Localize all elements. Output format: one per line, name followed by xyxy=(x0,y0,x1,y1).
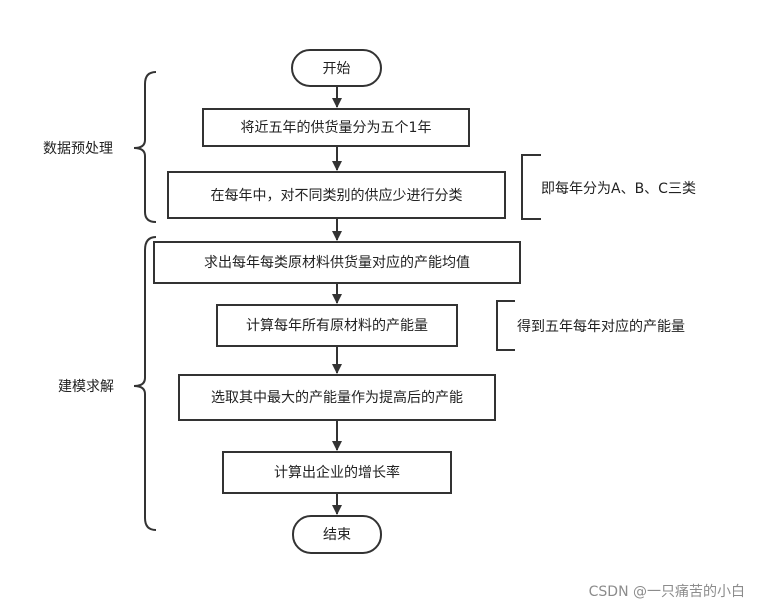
note-1-label: 即每年分为A、B、C三类 xyxy=(541,181,696,197)
process-step-4: 计算每年所有原材料的产能量 xyxy=(216,304,458,347)
step-6-box xyxy=(222,451,452,494)
process-step-5: 选取其中最大的产能量作为提高后的产能 xyxy=(178,374,496,421)
process-step-3: 求出每年每类原材料供货量对应的产能均值 xyxy=(153,241,521,284)
process-step-2: 在每年中，对不同类别的供应少进行分类 xyxy=(167,171,506,219)
watermark: CSDN @一只痛苦的小白 xyxy=(589,583,745,600)
step-5-box xyxy=(178,374,496,421)
step-5-label: 选取其中最大的产能量作为提高后的产能 xyxy=(211,389,463,406)
step-2-label: 在每年中，对不同类别的供应少进行分类 xyxy=(211,187,463,204)
step-6-label: 计算出企业的增长率 xyxy=(274,464,400,481)
end-terminal: 结束 xyxy=(292,515,382,554)
start-label: 开始 xyxy=(323,61,351,77)
note-bracket-2 xyxy=(496,300,515,351)
step-1-box xyxy=(202,108,470,147)
end-shape xyxy=(292,515,382,554)
start-shape xyxy=(291,49,382,87)
process-step-1: 将近五年的供货量分为五个1年 xyxy=(202,108,470,147)
process-step-6: 计算出企业的增长率 xyxy=(222,451,452,494)
note-bracket-1 xyxy=(521,154,541,220)
group-label-preprocessing: 数据预处理 xyxy=(43,141,113,157)
brace-modeling xyxy=(133,236,157,531)
group-label-modeling: 建模求解 xyxy=(58,379,114,395)
step-1-label: 将近五年的供货量分为五个1年 xyxy=(241,119,432,136)
step-3-label: 求出每年每类原材料供货量对应的产能均值 xyxy=(204,254,470,271)
start-terminal: 开始 xyxy=(291,49,382,87)
brace-preprocessing xyxy=(133,71,157,223)
step-4-label: 计算每年所有原材料的产能量 xyxy=(246,318,428,334)
end-label: 结束 xyxy=(323,527,351,543)
step-4-box xyxy=(216,304,458,347)
step-2-box xyxy=(167,171,506,219)
note-2-label: 得到五年每年对应的产能量 xyxy=(517,318,685,335)
step-3-box xyxy=(153,241,521,284)
